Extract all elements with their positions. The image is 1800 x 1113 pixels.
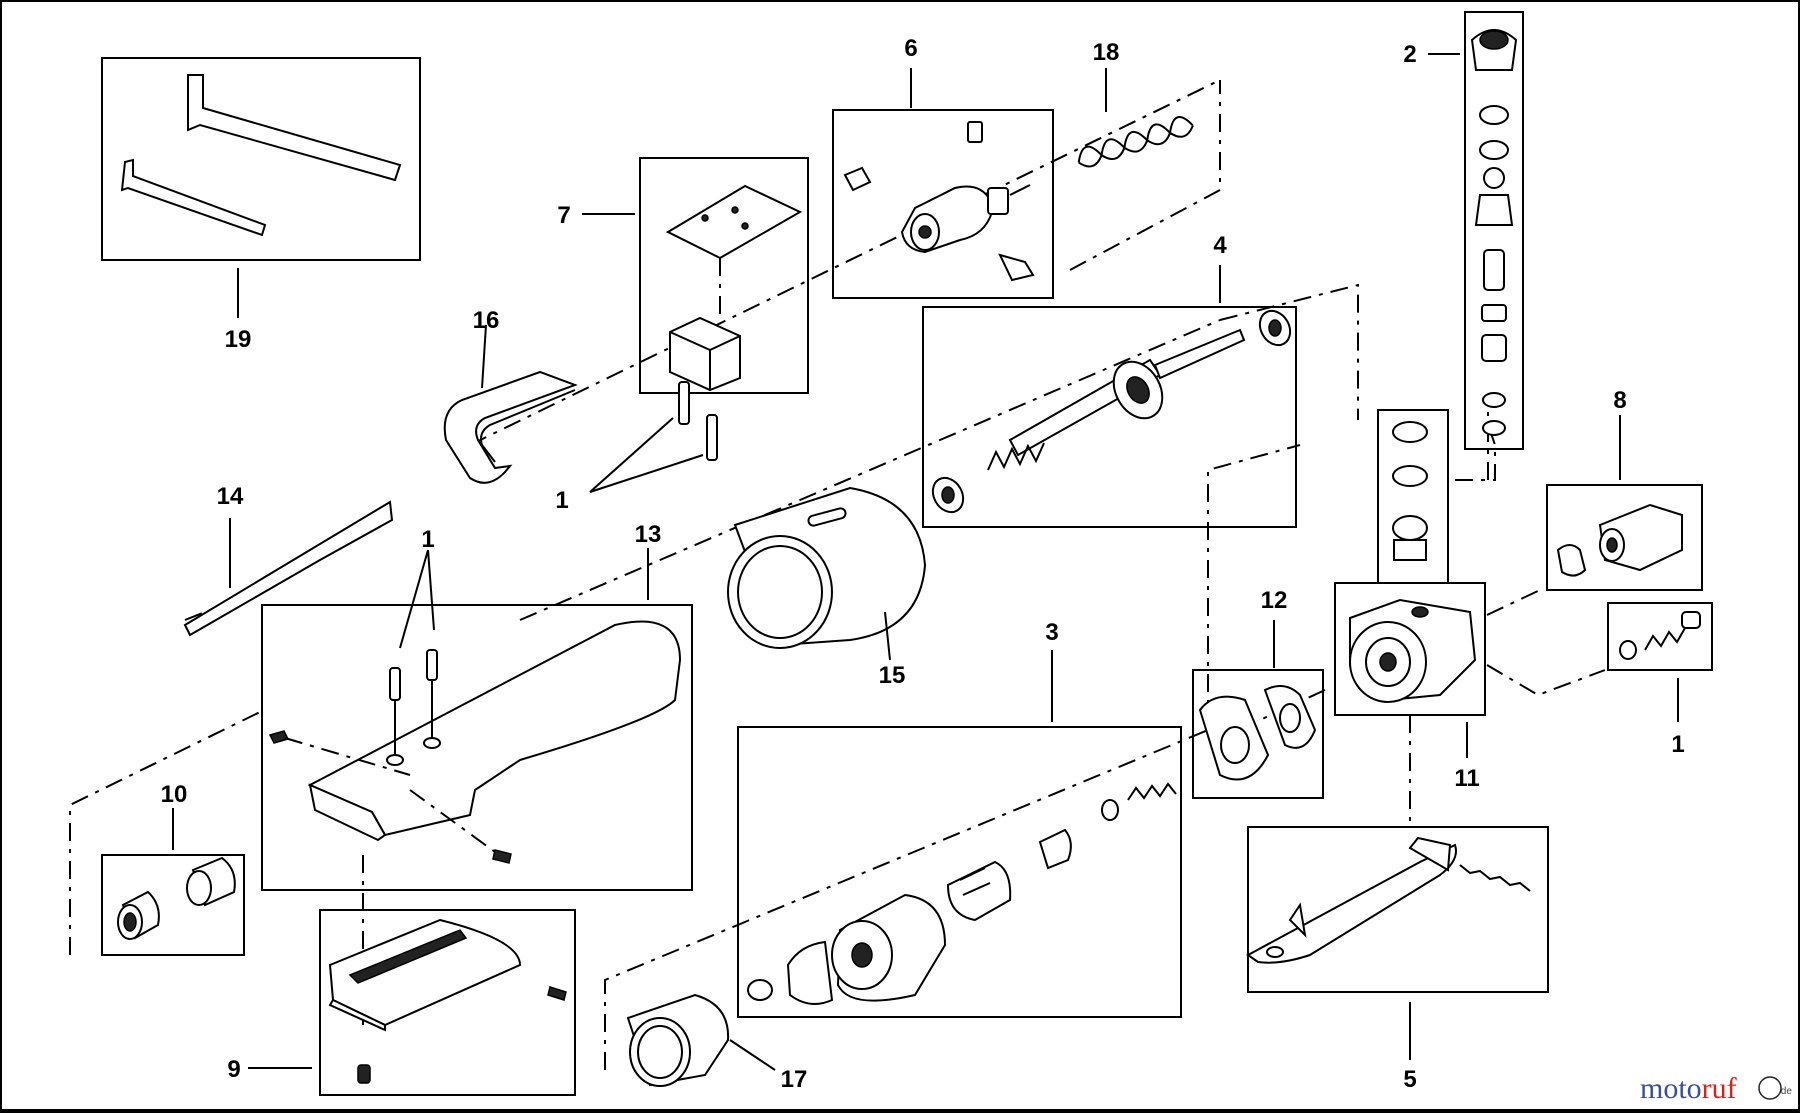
watermark-logo: motoruf .de (1640, 1072, 1792, 1105)
callout-9: 9 (227, 1056, 240, 1083)
callout-19: 19 (225, 326, 252, 353)
callout-12: 12 (1261, 587, 1288, 614)
item-11-upper-box (1377, 409, 1449, 583)
watermark-part-1: moto (1640, 1072, 1702, 1105)
spring-coils (1077, 116, 1194, 168)
callout-1-right: 1 (1671, 731, 1684, 758)
leader-15 (884, 611, 891, 661)
item-10-bushings (101, 808, 245, 956)
item-9-box (319, 909, 576, 1096)
callout-16: 16 (473, 307, 500, 334)
item-14-blade (183, 500, 394, 637)
callout-13: 13 (635, 521, 662, 548)
item-2-box (1464, 11, 1524, 450)
item-3-motor (737, 650, 1182, 1018)
set-screw-left (843, 166, 872, 192)
svg-text:motoruf: motoruf (1640, 1072, 1737, 1105)
watermark-circle-icon (1758, 1076, 1782, 1100)
watermark-part-2: ruf (1702, 1072, 1737, 1105)
hex-key-large (187, 74, 402, 182)
item-7-clamp-block (582, 157, 809, 394)
callout-10: 10 (161, 781, 188, 808)
clip (443, 370, 578, 484)
item-10-box (101, 854, 245, 956)
item-2-valve-stack (1428, 11, 1524, 450)
callout-3: 3 (1045, 619, 1058, 646)
item-12-gaskets (1192, 620, 1324, 799)
item-19-box (101, 57, 421, 261)
item-9-bracket (248, 909, 576, 1096)
item-15-sleeve (727, 486, 927, 661)
item-4-rotor-shaft (922, 265, 1297, 528)
item-8-box (1546, 484, 1703, 591)
bracket-body (328, 918, 522, 1027)
callout-11: 11 (1454, 765, 1479, 792)
clamp-block (669, 316, 741, 392)
callout-15: 15 (879, 662, 906, 689)
item-13-handle (261, 548, 693, 891)
callout-1-upper: 1 (555, 487, 568, 514)
callout-5: 5 (1403, 1066, 1416, 1093)
item-11-box (1334, 582, 1486, 716)
item-18-spring (1077, 68, 1194, 168)
watermark-suffix: .de (1778, 1086, 1792, 1097)
clamp-plate (665, 184, 803, 260)
leader-17 (729, 1039, 776, 1071)
item-3-box (737, 726, 1182, 1018)
callout-1-left: 1 (421, 526, 434, 553)
item-8-fitting (1546, 415, 1703, 591)
callout-8: 8 (1613, 387, 1626, 414)
lever-arm (1246, 843, 1457, 964)
item-4-box (922, 306, 1297, 528)
callout-17: 17 (781, 1066, 808, 1093)
callout-18: 18 (1093, 39, 1120, 66)
item-6-valve (832, 68, 1054, 299)
item-6-box (832, 109, 1054, 299)
shaft-spring (987, 442, 1045, 471)
item-16-clip (443, 324, 578, 484)
set-screw-right (998, 253, 1035, 282)
callouts: 1 1 1 2 3 4 5 6 7 8 9 10 11 12 13 14 15 … (161, 35, 1685, 1093)
blade (183, 500, 394, 637)
callout-4: 4 (1213, 232, 1227, 259)
item-1-right-box (1607, 602, 1713, 671)
item-5-lever (1246, 826, 1549, 1060)
set-screw-top (967, 121, 983, 143)
callout-2: 2 (1403, 41, 1416, 68)
hex-key-small (120, 158, 267, 237)
callout-6: 6 (904, 35, 917, 62)
item-12-box (1192, 669, 1324, 799)
callout-7: 7 (557, 202, 570, 229)
item-17-cap (626, 993, 776, 1087)
item-11-head (1334, 409, 1486, 758)
screw-b (426, 649, 438, 681)
handle-body (307, 620, 682, 837)
leader-16 (481, 324, 487, 389)
item-13-box (261, 604, 693, 891)
cage (946, 860, 1012, 922)
item-1-screws-upper (589, 381, 718, 493)
item-1-screw-right (1607, 602, 1713, 722)
screw-a (389, 667, 401, 701)
item-5-box (1247, 826, 1549, 993)
item-7-box (639, 157, 809, 394)
item-19-hex-keys (101, 57, 421, 318)
callout-14: 14 (217, 483, 244, 510)
